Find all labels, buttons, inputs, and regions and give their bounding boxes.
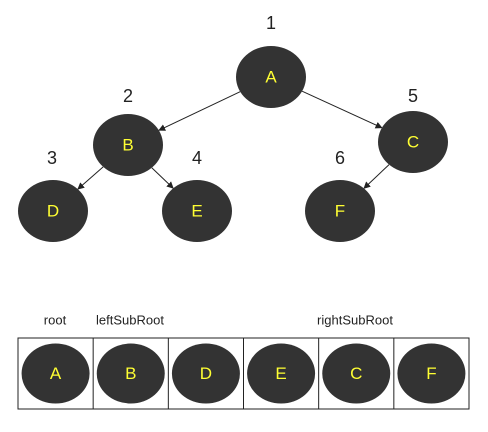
tree-node-label: F	[335, 202, 345, 221]
array-cell-b: B	[96, 343, 165, 404]
tree-node-e: E4	[162, 148, 232, 242]
array-cell-a: A	[21, 343, 90, 404]
tree-node-circle	[305, 180, 375, 242]
array-cell-label: C	[350, 364, 362, 383]
visit-order-label: 5	[408, 86, 418, 106]
tree-node-b: B2	[93, 86, 163, 176]
tree-node-a: A1	[236, 13, 306, 108]
tree-node-circle	[18, 180, 88, 242]
tree-node-label: E	[191, 202, 202, 221]
array-cell-f: F	[397, 343, 466, 404]
tree-node-label: C	[407, 133, 419, 152]
edge-a-b	[158, 91, 241, 131]
tree-node-circle	[378, 111, 448, 173]
tree-node-label: B	[122, 136, 133, 155]
tree-node-circle	[236, 46, 306, 108]
array-cell-e: E	[247, 343, 316, 404]
edge-c-f	[363, 164, 390, 189]
visit-order-label: 1	[266, 13, 276, 33]
array-layer: root leftSubRoot rightSubRoot A B D E C F	[17, 313, 470, 410]
array-cell-label: E	[275, 364, 286, 383]
caption-left-sub-root: leftSubRoot	[96, 313, 164, 328]
array-cell-circle	[171, 343, 240, 404]
tree-node-c: C5	[378, 86, 448, 173]
visit-order-label: 3	[47, 148, 57, 168]
visit-order-label: 4	[192, 148, 202, 168]
caption-right-sub-root: rightSubRoot	[317, 313, 393, 328]
array-cell-label: A	[50, 364, 62, 383]
edge-b-d	[77, 166, 104, 190]
tree-node-label: A	[265, 68, 277, 87]
array-cell-d: D	[171, 343, 240, 404]
visit-order-label: 6	[335, 148, 345, 168]
visit-order-label: 2	[123, 86, 133, 106]
array-cell-circle	[247, 343, 316, 404]
array-cell-label: B	[125, 364, 136, 383]
array-cell-label: D	[200, 364, 212, 383]
array-cell-circle	[397, 343, 466, 404]
edge-b-e	[151, 167, 174, 189]
edges-layer	[77, 90, 390, 190]
tree-node-f: F6	[305, 148, 375, 242]
tree-node-circle	[162, 180, 232, 242]
array-cell-circle	[322, 343, 391, 404]
array-cell-c: C	[322, 343, 391, 404]
array-cell-circle	[96, 343, 165, 404]
tree-node-label: D	[47, 202, 59, 221]
caption-root: root	[44, 313, 67, 328]
array-cell-circle	[21, 343, 90, 404]
tree-node-circle	[93, 114, 163, 176]
tree-node-d: D3	[18, 148, 88, 242]
array-cell-label: F	[426, 364, 436, 383]
edge-a-c	[301, 90, 383, 129]
